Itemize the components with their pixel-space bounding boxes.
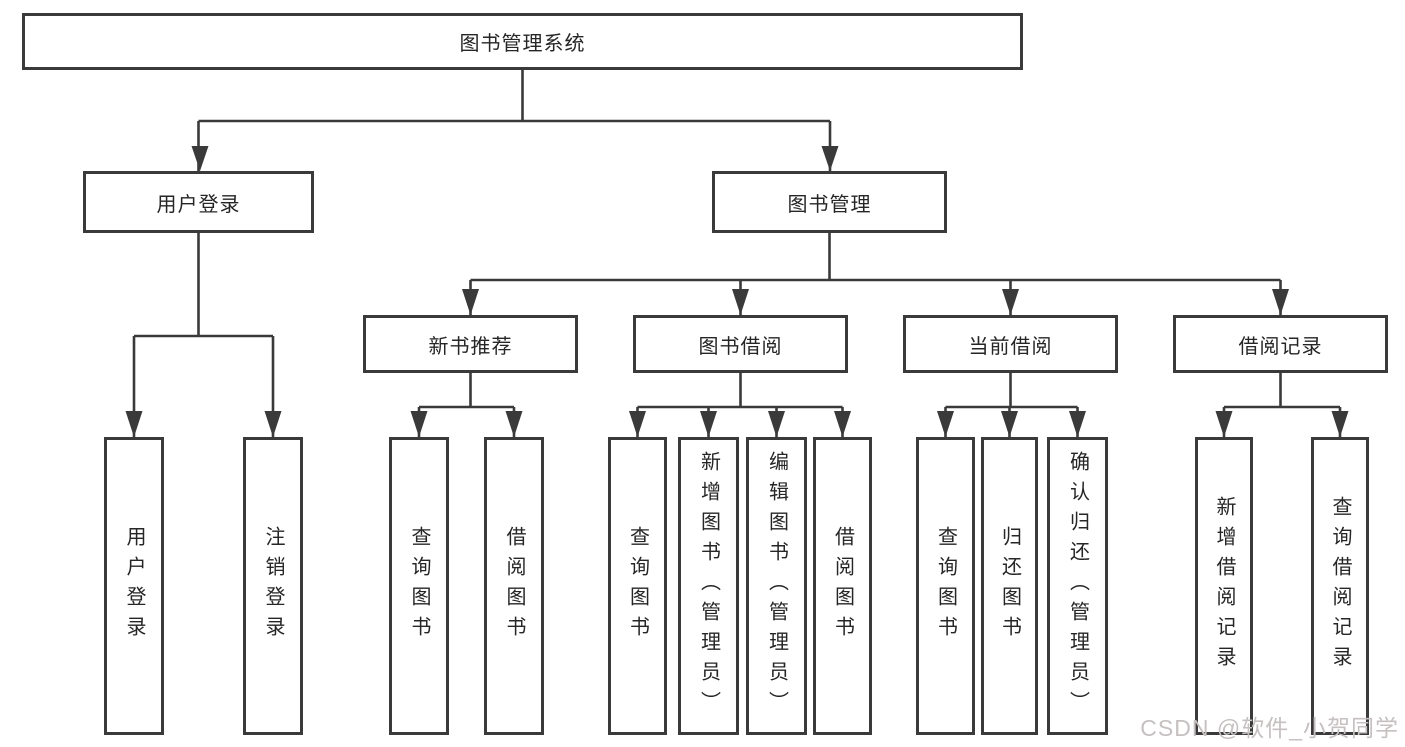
connector-book-borrow <box>636 373 844 437</box>
node-label: 新增借阅记录 <box>1213 496 1235 676</box>
arrow-down-icon <box>732 289 749 315</box>
node-label: 查询图书 <box>408 526 430 646</box>
watermark: CSDN @软件_小贺同学 <box>1140 715 1399 741</box>
arrow-down-icon <box>700 411 717 437</box>
arrow-down-icon <box>1069 411 1086 437</box>
node-book-borrowing: 图书借阅 <box>633 315 848 373</box>
node-book-management: 图书管理 <box>712 171 947 233</box>
arrow-down-icon <box>1331 411 1349 437</box>
node-label: 图书管理 <box>787 193 872 216</box>
leaf-edit-books-admin: 编辑图书（管理员） <box>746 437 807 735</box>
node-label: 确认归还（管理员） <box>1066 451 1089 721</box>
arrow-down-icon <box>1002 289 1019 315</box>
leaf-query-books-recommend: 查询图书 <box>389 437 449 735</box>
arrow-down-icon <box>264 411 282 437</box>
arrow-down-icon <box>629 411 646 437</box>
arrow-down-icon <box>1215 411 1233 437</box>
arrow-down-icon <box>1272 289 1289 315</box>
arrow-down-icon <box>125 411 143 437</box>
arrow-down-icon <box>1001 411 1018 437</box>
node-label: 用户登录 <box>156 193 241 216</box>
connector-current-borrow <box>944 373 1079 437</box>
arrow-down-icon <box>191 146 209 171</box>
node-label: 注销登录 <box>262 526 284 646</box>
node-label: 借阅图书 <box>831 526 854 646</box>
node-user-login: 用户登录 <box>83 171 314 233</box>
arrow-down-icon <box>768 411 785 437</box>
node-label: 借阅图书 <box>503 526 525 646</box>
leaf-add-borrow-record: 新增借阅记录 <box>1195 437 1253 735</box>
leaf-add-books-admin: 新增图书（管理员） <box>678 437 739 735</box>
node-label: 图书借阅 <box>698 335 783 358</box>
connector-borrow-record <box>1222 373 1342 437</box>
node-borrow-records: 借阅记录 <box>1173 315 1388 373</box>
arrow-down-icon <box>462 289 479 315</box>
arrow-down-icon <box>505 411 523 437</box>
connector-book-mgmt <box>469 233 1282 315</box>
node-label: 用户登录 <box>123 526 145 646</box>
arrow-down-icon <box>937 411 954 437</box>
node-current-borrowing: 当前借阅 <box>903 315 1118 373</box>
arrow-down-icon <box>410 411 428 437</box>
node-label: 当前借阅 <box>968 335 1053 358</box>
connector-new-book <box>417 373 516 437</box>
node-label: 借阅记录 <box>1238 335 1323 358</box>
arrow-down-icon <box>834 411 851 437</box>
node-label: 归还图书 <box>998 526 1021 646</box>
leaf-borrow-books-recommend: 借阅图书 <box>484 437 544 735</box>
connector-user-login <box>132 233 275 437</box>
node-label: 图书管理系统 <box>459 33 586 55</box>
node-label: 查询借阅记录 <box>1329 496 1351 676</box>
node-label: 新增图书（管理员） <box>697 451 720 721</box>
leaf-query-books-borrowing: 查询图书 <box>608 437 667 735</box>
node-label: 查询图书 <box>626 526 649 646</box>
leaf-borrow-books: 借阅图书 <box>813 437 872 735</box>
node-new-book-recommend: 新书推荐 <box>363 315 578 373</box>
leaf-return-books: 归还图书 <box>981 437 1038 735</box>
node-label: 编辑图书（管理员） <box>765 451 788 721</box>
leaf-confirm-return-admin: 确认归还（管理员） <box>1047 437 1108 735</box>
leaf-user-login: 用户登录 <box>104 437 164 735</box>
node-root: 图书管理系统 <box>22 13 1023 70</box>
node-label: 查询图书 <box>934 526 957 646</box>
node-label: 新书推荐 <box>428 335 513 358</box>
leaf-query-borrow-record: 查询借阅记录 <box>1311 437 1369 735</box>
arrow-down-icon <box>821 146 839 171</box>
connector-root <box>197 70 832 171</box>
leaf-logout: 注销登录 <box>243 437 303 735</box>
leaf-query-books-current: 查询图书 <box>916 437 975 735</box>
